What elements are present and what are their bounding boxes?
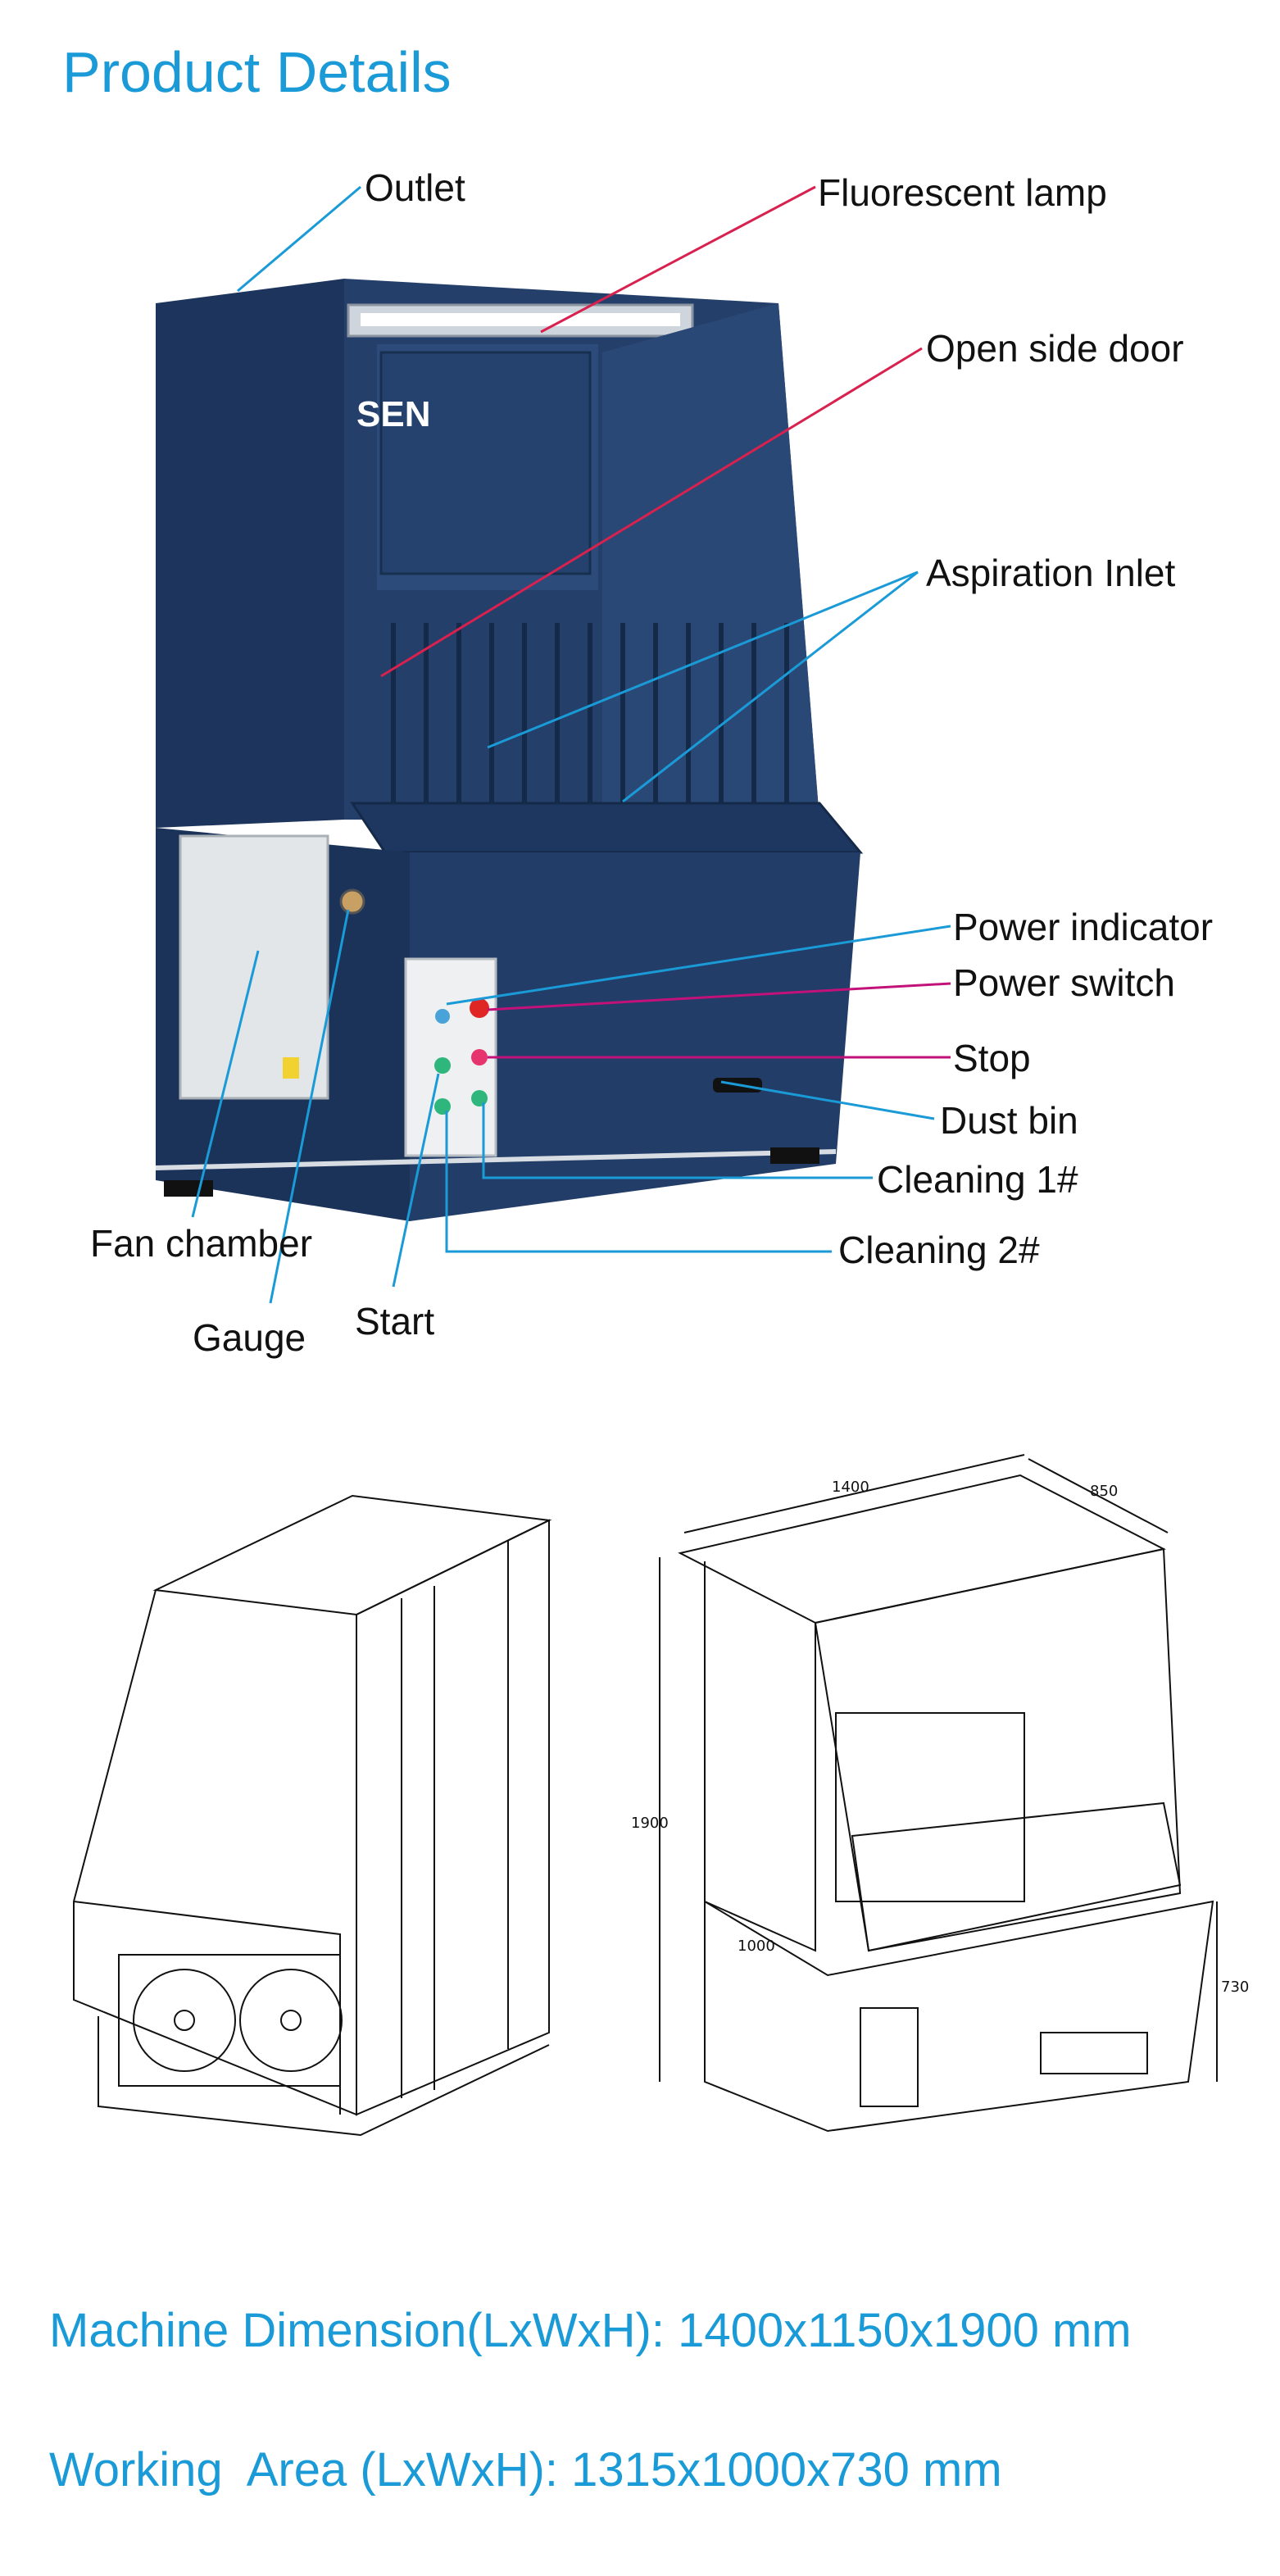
callout-fan-chamber: Fan chamber: [90, 1222, 313, 1265]
callout-cleaning-1: Cleaning 1#: [877, 1158, 1078, 1201]
callout-gauge: Gauge: [193, 1316, 306, 1359]
lamp-tube: [361, 313, 680, 326]
dim-line-width: [1028, 1458, 1169, 1533]
dim-work-width: 1000: [738, 1938, 775, 1955]
perforated-table: [851, 1801, 1182, 1952]
fan-wheel-right: [239, 1969, 343, 2072]
leader-gauge: [269, 909, 350, 1304]
brand-partial: SEN: [356, 394, 430, 434]
leader-start: [392, 1073, 440, 1288]
drawing-dust-bin: [1040, 2032, 1148, 2074]
callout-cleaning-2: Cleaning 2#: [838, 1229, 1040, 1271]
callout-power-indicator: Power indicator: [953, 906, 1214, 948]
callout-dust-bin: Dust bin: [940, 1099, 1078, 1142]
power-indicator-light: [435, 1009, 450, 1024]
warning-label: [283, 1057, 299, 1079]
foot-right: [770, 1147, 819, 1164]
leader-outlet: [237, 185, 361, 293]
cabinet-lower-front: [410, 852, 860, 1221]
gauge-icon: [339, 888, 365, 915]
dim-work-height: 730: [1221, 1979, 1249, 1996]
leader-power-indicator: [446, 925, 951, 1006]
callout-stop: Stop: [953, 1037, 1031, 1079]
drawing-right-front: [659, 1454, 1218, 2133]
leader-fluorescent-lamp: [540, 185, 816, 334]
callout-aspiration-inlet: Aspiration Inlet: [926, 552, 1176, 594]
aspiration-slats: [391, 623, 789, 803]
callout-open-side-door: Open side door: [926, 327, 1184, 370]
power-switch-knob: [470, 998, 489, 1018]
base-strip: [155, 1149, 837, 1170]
drawing-control-panel: [860, 2007, 919, 2107]
dim-width: 850: [1090, 1483, 1118, 1500]
leader-cleaning-1: [482, 1102, 873, 1179]
page-title: Product Details: [62, 40, 452, 104]
leader-power-switch: [487, 982, 951, 1011]
stop-button: [471, 1049, 488, 1065]
leader-lines: [191, 185, 951, 1304]
leader-dust-bin: [720, 1080, 935, 1120]
dim-length: 1400: [832, 1479, 869, 1496]
leader-aspiration-2: [622, 570, 919, 803]
callout-start: Start: [355, 1300, 435, 1343]
spec-working-area: Working Area (LxWxH): 1315x1000x730 mm: [49, 2443, 1002, 2496]
callout-power-switch: Power switch: [953, 961, 1175, 1004]
hood-inner-panel: [379, 351, 592, 575]
dim-line-length: [683, 1454, 1025, 1533]
drawing-left-rear: [73, 1494, 552, 2137]
callout-outlet: Outlet: [365, 166, 465, 209]
spec-machine-dimension: Machine Dimension(LxWxH): 1400x1150x1900…: [49, 2304, 1132, 2357]
fan-housing: [118, 1954, 341, 2087]
leader-fan-chamber: [191, 950, 260, 1218]
start-button: [434, 1057, 451, 1074]
dim-height: 1900: [631, 1815, 669, 1832]
callout-fluorescent-lamp: Fluorescent lamp: [818, 171, 1107, 214]
leader-cleaning-2: [445, 1111, 832, 1253]
leader-aspiration-1: [487, 570, 919, 749]
product-photo: SEN: [155, 185, 951, 1304]
fan-wheel-left: [133, 1969, 236, 2072]
leader-open-side-door: [380, 347, 923, 678]
cabinet-left-side: [156, 279, 344, 828]
